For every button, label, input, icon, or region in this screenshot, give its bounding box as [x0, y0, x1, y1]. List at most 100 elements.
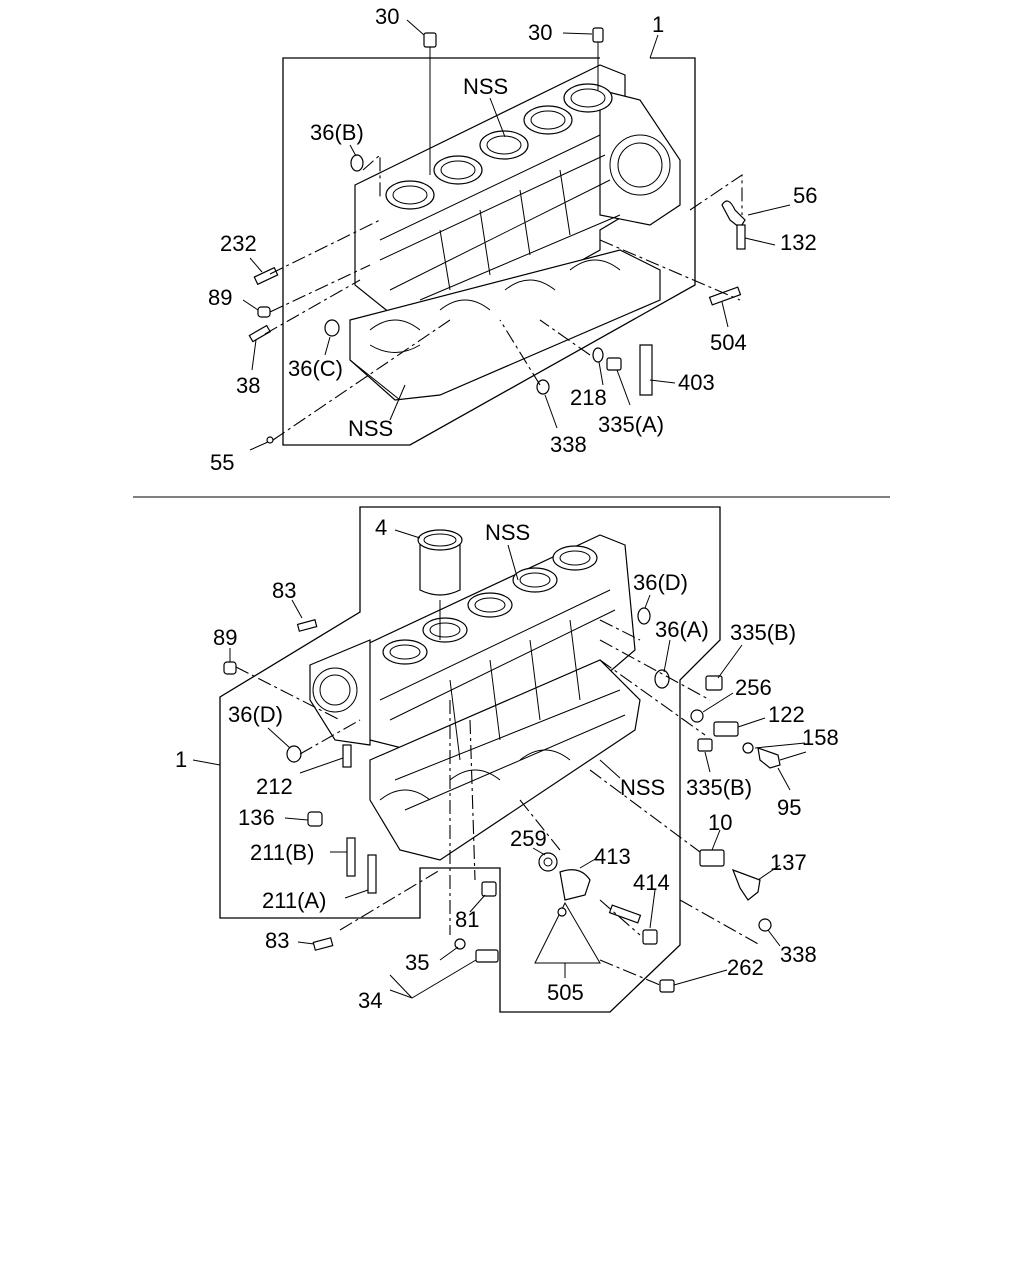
- stud-504: [708, 286, 742, 306]
- label-89-top: 89: [208, 285, 232, 310]
- label-414: 414: [633, 870, 670, 895]
- bottom-leaders: [192, 529, 806, 999]
- stud-413: [608, 904, 642, 924]
- sensor-95: [757, 747, 781, 769]
- label-212: 212: [256, 774, 293, 799]
- plug-89-bottom: [223, 661, 237, 675]
- plug-36b: [350, 154, 364, 172]
- top-leaders: [242, 19, 791, 451]
- label-36d-right: 36(D): [633, 570, 688, 595]
- cylinder-liner-4: [417, 529, 463, 596]
- pin-38: [248, 324, 271, 343]
- water-pump-413: [559, 869, 591, 901]
- washer-256: [690, 709, 704, 723]
- label-259: 259: [510, 826, 547, 851]
- bottom-small-parts: [223, 529, 807, 993]
- stud-232: [253, 266, 279, 286]
- label-413: 413: [594, 844, 631, 869]
- union-10: [699, 849, 725, 867]
- label-335a: 335(A): [598, 412, 664, 437]
- label-36b: 36(B): [310, 120, 364, 145]
- kit-505-triangle: [534, 901, 601, 964]
- top-callout-labels: 30 30 1 NSS 36(B) 56 232 132 89 504 36(C…: [208, 4, 817, 475]
- label-158: 158: [802, 725, 839, 750]
- label-35: 35: [405, 950, 429, 975]
- union-122: [713, 721, 739, 737]
- top-cylinder-block: [349, 64, 681, 401]
- washer-35: [454, 938, 466, 950]
- plug-335b-bottom: [697, 738, 713, 752]
- nut-414: [642, 929, 658, 945]
- label-505: 505: [547, 980, 584, 1005]
- label-36a: 36(A): [655, 617, 709, 642]
- label-403: 403: [678, 370, 715, 395]
- bottom-exploded-view: 4 NSS 83 36(D) 89 36(A) 335(B) 256 36(D)…: [175, 506, 839, 1013]
- pin-83-top: [296, 619, 318, 632]
- label-38: 38: [236, 373, 260, 398]
- bottom-cylinder-block: [309, 534, 641, 861]
- label-34: 34: [358, 988, 382, 1013]
- plug-30-left: [423, 32, 437, 48]
- label-256: 256: [735, 675, 772, 700]
- label-504: 504: [710, 330, 747, 355]
- label-36d-left: 36(D): [228, 702, 283, 727]
- label-122: 122: [768, 702, 805, 727]
- top-small-parts: [248, 27, 746, 444]
- plug-81: [481, 881, 497, 897]
- label-211b: 211(B): [250, 840, 314, 865]
- label-211a: 211(A): [262, 888, 326, 913]
- label-335b-top: 335(B): [730, 620, 796, 645]
- label-30-left: 30: [375, 4, 399, 29]
- pin-212: [342, 744, 352, 768]
- washer-158: [742, 742, 754, 754]
- bolt-211b: [346, 837, 356, 877]
- label-36c: 36(C): [288, 356, 343, 381]
- label-nss-bottom-2: NSS: [620, 775, 665, 800]
- label-10: 10: [708, 810, 732, 835]
- label-132: 132: [780, 230, 817, 255]
- gasket-259: [538, 852, 558, 872]
- label-338-bottom: 338: [780, 942, 817, 967]
- plug-36c: [324, 319, 340, 337]
- label-30-right: 30: [528, 20, 552, 45]
- plug-338-top: [536, 379, 550, 395]
- label-83-bottom: 83: [265, 928, 289, 953]
- plug-36d-left: [286, 745, 302, 763]
- plug-36a: [654, 669, 670, 689]
- bolt-132: [736, 224, 746, 250]
- label-nss-top-2: NSS: [348, 416, 393, 441]
- plug-36d-right: [637, 607, 651, 625]
- plug-262: [659, 979, 675, 993]
- top-exploded-view: 30 30 1 NSS 36(B) 56 232 132 89 504 36(C…: [208, 4, 817, 475]
- label-218: 218: [570, 385, 607, 410]
- label-nss-bottom-1: NSS: [485, 520, 530, 545]
- label-338-top: 338: [550, 432, 587, 457]
- label-1-bottom: 1: [175, 747, 187, 772]
- label-55: 55: [210, 450, 234, 475]
- label-232: 232: [220, 231, 257, 256]
- washer-338-bottom: [758, 918, 772, 932]
- label-nss-top-1: NSS: [463, 74, 508, 99]
- label-136: 136: [238, 805, 275, 830]
- union-137: [731, 868, 761, 901]
- bottom-frame: [219, 506, 721, 1013]
- plug-34: [475, 949, 499, 963]
- bolt-211a: [367, 854, 377, 894]
- label-89-bottom: 89: [213, 625, 237, 650]
- label-81: 81: [455, 907, 479, 932]
- label-335b-bottom: 335(B): [686, 775, 752, 800]
- plug-89: [257, 306, 271, 318]
- label-83-top: 83: [272, 578, 296, 603]
- label-95: 95: [777, 795, 801, 820]
- label-1-top: 1: [652, 12, 664, 37]
- plug-335b-top: [705, 675, 723, 691]
- pin-83-bottom: [312, 937, 334, 951]
- washer-218: [592, 347, 604, 363]
- label-4: 4: [375, 515, 387, 540]
- plug-335a: [606, 357, 622, 371]
- top-frame: [282, 57, 696, 446]
- label-137: 137: [770, 850, 807, 875]
- plug-136: [307, 811, 323, 827]
- label-56: 56: [793, 183, 817, 208]
